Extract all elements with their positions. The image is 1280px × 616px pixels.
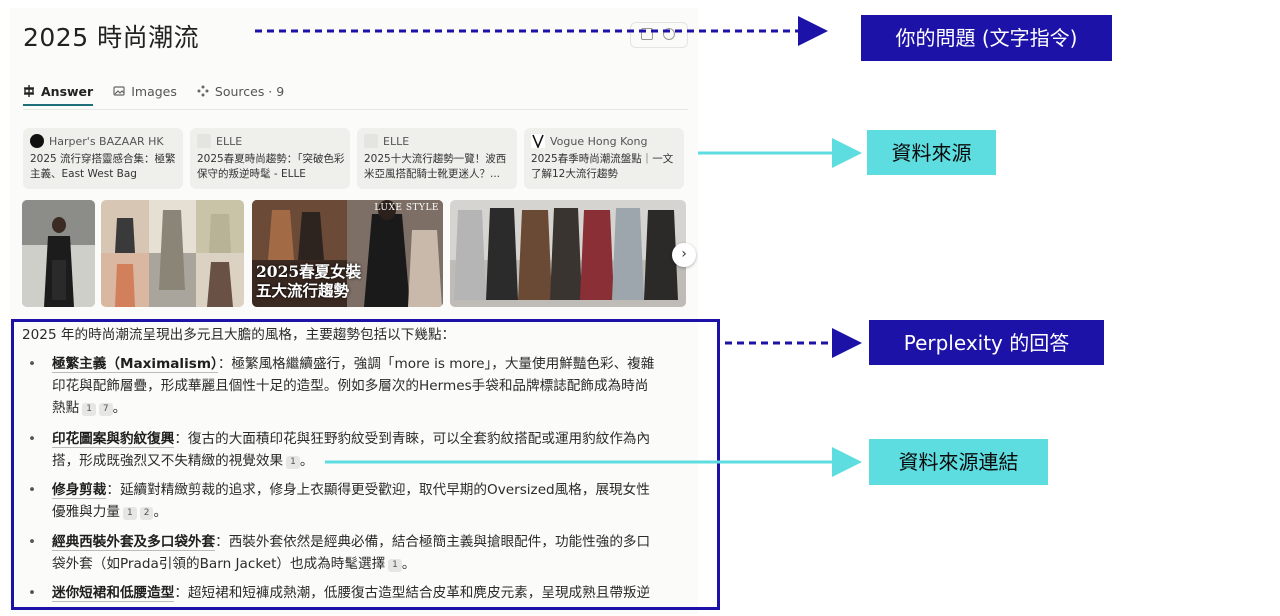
title-actions[interactable]: [630, 22, 688, 48]
elle-logo-icon: [364, 134, 378, 148]
sources-label: 資料來源: [867, 130, 996, 175]
source-title: 2025春夏時尚趨勢：「突破色彩保守的叛逆時髦 - ELLE: [197, 153, 345, 180]
bullet-text: 優雅與力量: [52, 504, 120, 520]
citation-badge[interactable]: 1: [82, 403, 96, 416]
runway-lineup-image: [450, 200, 686, 307]
source-card[interactable]: ELLE 2025十大流行趨勢一覽！波西米亞風搭配騎士靴更迷人？...: [357, 128, 517, 189]
bookmark-icon[interactable]: [641, 28, 653, 40]
bullet-text: 搭，形成既強烈又不失精緻的視覺效果: [52, 453, 284, 469]
answer-highlight-box: [11, 319, 720, 610]
source-publisher: ELLE: [216, 134, 243, 148]
fashion-photo[interactable]: [101, 200, 244, 307]
result-tabs: Answer Images Sources · 9: [23, 78, 284, 110]
bullet-heading: 印花圖案與豹紋復興: [52, 431, 175, 448]
bullet-heading: 極繁主義（Maximalism）: [52, 356, 218, 373]
next-images-button[interactable]: ›: [672, 243, 696, 267]
sources-icon: [197, 85, 209, 97]
answer-label: Perplexity 的回答: [869, 320, 1104, 365]
list-item: 修身剪裁：延續對精緻剪裁的追求，修身上衣顯得更受歡迎，取代早期的Oversize…: [28, 479, 680, 523]
question-label: 你的問題 (文字指令): [861, 15, 1112, 61]
tab-answer[interactable]: Answer: [23, 78, 94, 106]
source-title: 2025 流行穿搭靈感合集：極繁主義、East West Bag: [30, 153, 176, 180]
perplexity-panel: 2025 時尚潮流 Answer Images: [10, 8, 698, 614]
citation-badge[interactable]: 1: [388, 559, 402, 572]
bullet-text: 印花與配飾層疊，形成華麗且個性十足的造型。例如多層次的Hermes手袋和品牌標誌…: [52, 378, 649, 394]
harpers-logo-icon: [30, 134, 44, 148]
bullet-heading: 經典西裝外套及多口袋外套: [52, 534, 216, 551]
elle-logo-icon: [197, 134, 211, 148]
bullet-text: ：復古的大面積印花與狂野豹紋受到青睞，可以全套豹紋搭配或運用豹紋作為內: [174, 431, 651, 447]
fashion-photo[interactable]: [22, 200, 95, 307]
bullet-text: ：西裝外套依然是經典必備，結合極簡主義與搶眼配件，功能性強的多口: [215, 534, 651, 550]
tab-sources[interactable]: Sources · 9: [197, 78, 284, 104]
tab-sources-label: Sources · 9: [214, 83, 285, 99]
source-title: 2025十大流行趨勢一覽！波西米亞風搭配騎士靴更迷人？...: [364, 153, 507, 180]
source-card[interactable]: ELLE 2025春夏時尚趨勢：「突破色彩保守的叛逆時髦 - ELLE: [190, 128, 350, 189]
image-icon: [113, 85, 125, 97]
answer-intro: 2025 年的時尚潮流呈現出多元且大膽的風格，主要趨勢包括以下幾點：: [22, 327, 456, 343]
bullet-text: ：極繁風格繼續盛行，強調「more is more」，大量使用鮮豔色彩、複雜: [217, 356, 655, 372]
bullet-text: 熱點: [52, 400, 80, 416]
source-publisher: Harper's BAZAAR HK: [49, 134, 164, 148]
runway-model-image: [22, 200, 95, 307]
image-brand-text: LUXE STYLE: [374, 203, 439, 213]
source-title: 2025春季時尚潮流盤點｜一文了解12大流行趨勢: [531, 153, 674, 180]
fashion-photo[interactable]: [450, 200, 686, 307]
query-title: 2025 時尚潮流: [23, 23, 200, 52]
tabs-divider: [23, 109, 688, 110]
vogue-logo-icon: [531, 134, 545, 150]
chevron-right-icon: ›: [681, 246, 687, 262]
citation-badge[interactable]: 7: [98, 403, 113, 416]
source-publisher: Vogue Hong Kong: [550, 134, 648, 148]
source-publisher: ELLE: [383, 134, 410, 148]
list-item: 經典西裝外套及多口袋外套：西裝外套依然是經典必備，結合極簡主義與搶眼配件，功能性…: [28, 531, 680, 575]
tab-images[interactable]: Images: [113, 78, 177, 104]
answer-icon: [23, 85, 35, 97]
list-item: 迷你短裙和低腰造型：超短裙和短褲成熱潮，低腰復古造型結合皮革和麂皮元素，呈現成熟…: [28, 582, 680, 604]
citation-badge[interactable]: 1: [122, 507, 137, 520]
bullet-text: ：延續對精緻剪裁的追求，修身上衣顯得更受歡迎，取代早期的Oversized風格，…: [106, 482, 650, 498]
source-links-label: 資料來源連結: [869, 439, 1048, 485]
image-overlay-text: 2025春夏女裝 五大流行趨勢: [256, 262, 361, 300]
bullet-text: ：超短裙和短褲成熱潮，低腰復古造型結合皮革和麂皮元素，呈現成熟且帶叛逆: [174, 585, 651, 601]
bullet-heading: 修身剪裁: [52, 482, 107, 499]
fashion-photo[interactable]: LUXE STYLE 2025春夏女裝 五大流行趨勢: [252, 200, 443, 307]
tab-answer-label: Answer: [41, 83, 94, 99]
source-card[interactable]: Vogue Hong Kong 2025春季時尚潮流盤點｜一文了解12大流行趨勢: [524, 128, 684, 189]
list-item: 極繁主義（Maximalism）：極繁風格繼續盛行，強調「more is mor…: [28, 353, 680, 419]
more-icon[interactable]: [663, 28, 675, 40]
bullet-heading: 迷你短裙和低腰造型: [52, 585, 175, 602]
overlay-line2: 五大流行趨勢: [256, 281, 350, 300]
source-card[interactable]: Harper's BAZAAR HK 2025 流行穿搭靈感合集：極繁主義、Ea…: [23, 128, 183, 189]
overlay-line1: 2025春夏女裝: [256, 262, 362, 281]
tab-images-label: Images: [131, 83, 177, 99]
bullet-text: 袋外套（如Prada引領的Barn Jacket）也成為時髦選擇: [52, 556, 386, 572]
list-item: 印花圖案與豹紋復興：復古的大面積印花與狂野豹紋受到青睞，可以全套豹紋搭配或運用豹…: [28, 428, 680, 472]
luxe-style-trend-image: [252, 200, 443, 307]
citation-badge[interactable]: 1: [286, 456, 300, 469]
citation-badge[interactable]: 2: [139, 507, 154, 520]
street-style-collage-image: [101, 200, 244, 307]
